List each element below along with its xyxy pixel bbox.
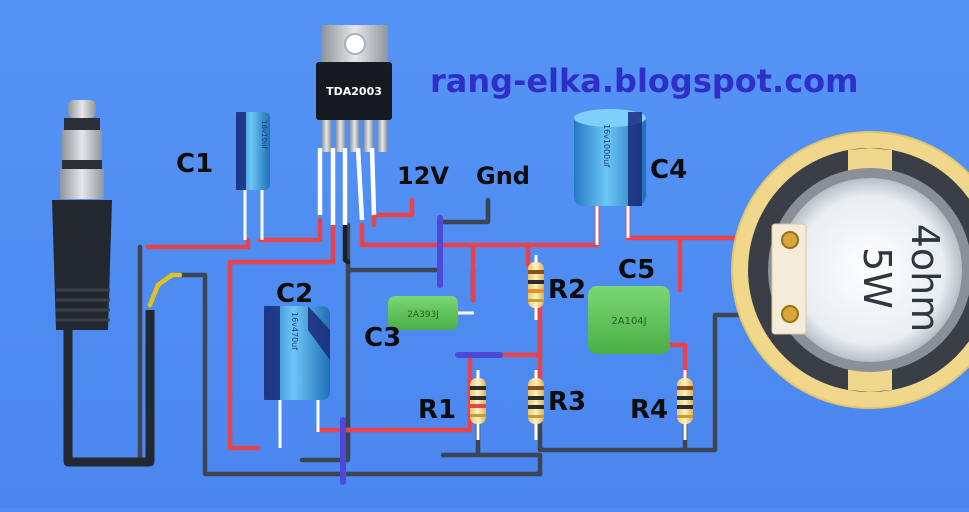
capacitor-c3: 2A393J (388, 296, 474, 330)
c1-marking: 16v10uf (260, 120, 268, 149)
capacitor-c2: 16v470uf (264, 306, 330, 448)
label-c4: C4 (650, 155, 687, 185)
c5-marking: 2A104J (611, 316, 646, 327)
power-12v-label: 12V (397, 162, 449, 190)
c2-marking: 16v470uf (290, 312, 299, 350)
label-c3: C3 (364, 323, 401, 353)
resistor-r2 (528, 255, 544, 320)
label-r4: R4 (630, 395, 668, 425)
label-r2: R2 (548, 275, 586, 305)
audio-jack-icon (52, 100, 155, 467)
label-c5: C5 (618, 255, 655, 285)
label-c1: C1 (176, 149, 213, 179)
label-c2: C2 (276, 279, 313, 309)
resistor-r1 (470, 370, 486, 440)
capacitor-c5: 2A104J (588, 286, 670, 354)
chip-part-label: TDA2003 (326, 85, 382, 98)
c3-marking: 2A393J (407, 310, 439, 320)
blog-watermark: rang-elka.blogspot.com (430, 62, 859, 100)
speaker-power: 5W (855, 247, 899, 309)
label-r3: R3 (548, 387, 586, 417)
speaker-impedance: 4ohm (903, 224, 947, 333)
power-gnd-label: Gnd (476, 162, 530, 190)
ic-lead-black (342, 222, 351, 265)
capacitor-c1: 16v10uf (236, 112, 270, 240)
resistor-r4 (677, 370, 693, 440)
resistor-r3 (528, 370, 544, 440)
speaker-icon: 4ohm 5W (731, 131, 969, 409)
tda2003-chip: TDA2003 (316, 25, 392, 225)
label-r1: R1 (418, 395, 456, 425)
jumper-wires (340, 215, 503, 485)
c4-marking: 16v1000uf (602, 124, 611, 167)
audio-lead-yellow (147, 272, 183, 308)
capacitor-c4: 16v1000uf (574, 109, 646, 245)
